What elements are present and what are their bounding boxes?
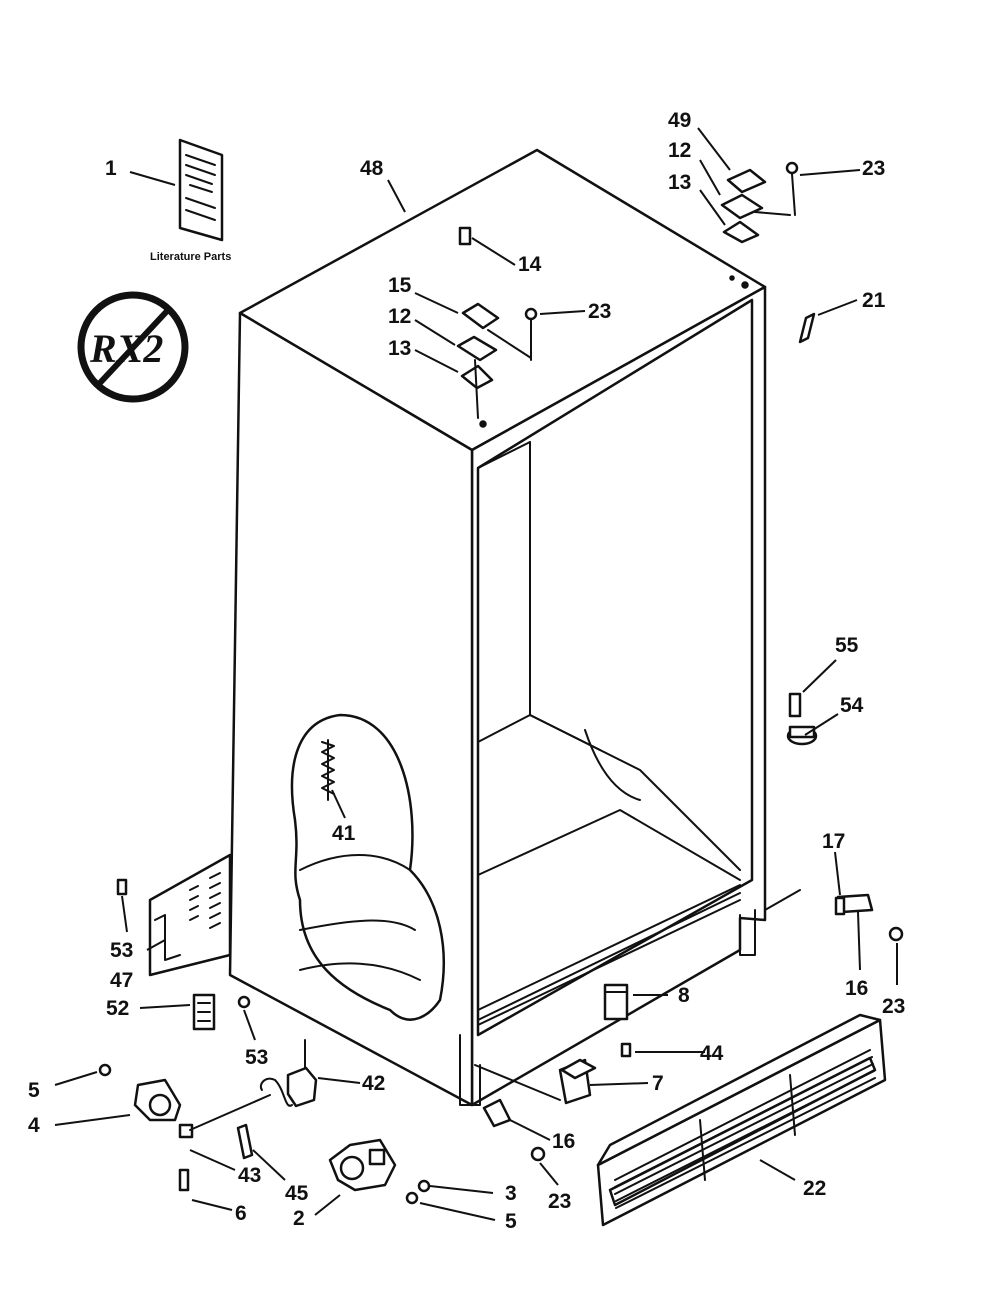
callout-17: 17	[822, 830, 845, 853]
literature-parts-sheet: Literature Parts	[150, 138, 231, 263]
callout-3: 3	[505, 1182, 517, 1205]
leader-lines	[54, 127, 898, 1221]
item-16-23-bottom-bracket	[482, 1098, 546, 1162]
item-22-grille	[596, 1013, 887, 1227]
item-41-spring	[321, 739, 335, 801]
callout-44: 44	[700, 1042, 724, 1065]
callout-2: 2	[293, 1207, 305, 1230]
callout-16: 16	[845, 977, 868, 1000]
item-42-tube	[259, 1039, 318, 1108]
callout-16: 16	[552, 1130, 575, 1153]
grille-vents	[614, 1049, 876, 1209]
callout-42: 42	[362, 1072, 385, 1095]
callout-53: 53	[245, 1046, 268, 1069]
callout-6: 6	[235, 1202, 247, 1225]
callout-15: 15	[388, 274, 412, 297]
callout-54: 54	[840, 694, 864, 717]
callout-23: 23	[882, 995, 905, 1018]
top-hinge-right	[720, 161, 799, 244]
callout-43: 43	[238, 1164, 261, 1187]
callout-12: 12	[668, 139, 691, 162]
item-7-44-bracket	[474, 1042, 632, 1105]
callout-45: 45	[285, 1182, 309, 1205]
callout-48: 48	[360, 157, 384, 180]
callout-55: 55	[835, 634, 859, 657]
callout-1: 1	[105, 157, 117, 180]
item-54-55-bracket	[786, 692, 818, 746]
callout-23: 23	[588, 300, 611, 323]
top-hinge-center	[456, 226, 538, 419]
callout-23: 23	[548, 1190, 571, 1213]
callout-5: 5	[505, 1210, 517, 1233]
callout-7: 7	[652, 1072, 664, 1095]
cabinet	[228, 148, 801, 1107]
callout-21: 21	[862, 289, 886, 312]
item-52-clip	[192, 993, 251, 1031]
callout-5: 5	[28, 1079, 40, 1102]
logo-text: RX2	[89, 326, 163, 371]
callout-8: 8	[678, 984, 690, 1007]
callout-52: 52	[106, 997, 129, 1020]
rx2-logo: RX2	[77, 291, 189, 403]
callout-22: 22	[803, 1177, 826, 1200]
callout-41: 41	[332, 822, 356, 845]
item-4-roller	[98, 1063, 271, 1192]
item-21-pin	[798, 312, 816, 344]
item-8-block	[603, 983, 629, 1021]
item-16-17-right-bracket	[834, 893, 904, 942]
item-45-clip	[236, 1123, 254, 1160]
callout-23: 23	[862, 157, 885, 180]
literature-caption: Literature Parts	[150, 251, 231, 263]
callout-13: 13	[668, 171, 691, 194]
item-2-roller	[328, 1138, 431, 1205]
callout-53: 53	[110, 939, 133, 962]
callout-47: 47	[110, 969, 133, 992]
callout-49: 49	[668, 109, 691, 132]
item-47-rear-panel	[116, 853, 232, 977]
callout-labels: 1 48 49 12 13 23 14 15 12 13 23 21 55 54…	[28, 109, 905, 1233]
callout-13: 13	[388, 337, 411, 360]
callout-12: 12	[388, 305, 411, 328]
callout-14: 14	[518, 253, 542, 276]
callout-4: 4	[28, 1114, 40, 1137]
